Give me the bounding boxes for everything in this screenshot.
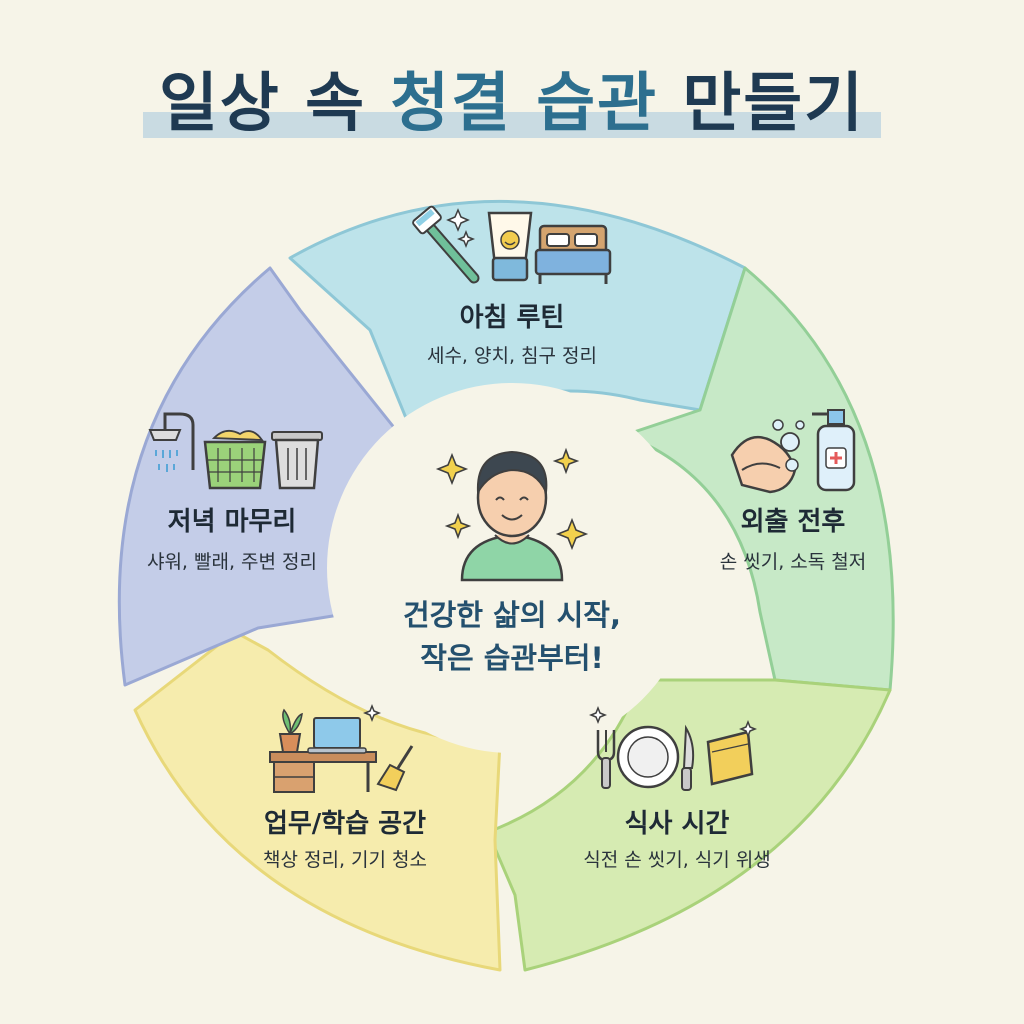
- face-cleanser-tube-icon: [487, 211, 533, 282]
- segment-desc-morning: 세수, 양치, 침구 정리: [427, 345, 597, 367]
- sparkle-icon: [435, 447, 589, 551]
- page-title: 일상 속 청결 습관 만들기: [143, 52, 881, 144]
- segment-title-work: 업무/학습 공간: [264, 809, 426, 839]
- center-text-line-1: 건강한 삶의 시작,: [403, 598, 621, 632]
- sparkle-icon: [588, 705, 758, 739]
- toothbrush-icon: [412, 205, 480, 284]
- title-part-2: 만들기: [658, 67, 865, 141]
- title-part-1: 일상 속: [159, 67, 391, 141]
- fork-icon: [596, 730, 616, 789]
- bed-icon: [534, 224, 612, 284]
- trash-can-icon: [271, 431, 323, 490]
- knife-icon: [681, 724, 695, 791]
- laptop-icon: [307, 717, 367, 754]
- shower-icon: [148, 412, 195, 472]
- napkin-icon: [706, 730, 754, 786]
- sparkle-icon: [362, 703, 382, 723]
- segment-desc-going-out: 손 씻기, 소독 철저: [720, 551, 867, 573]
- potted-plant-icon: [278, 708, 303, 753]
- title-accent: 청결 습관: [390, 67, 659, 141]
- segment-desc-evening: 샤워, 빨래, 주변 정리: [147, 551, 317, 573]
- segment-title-going-out: 외출 전후: [741, 507, 846, 537]
- title-wrap: 일상 속 청결 습관 만들기: [0, 52, 1024, 144]
- segment-meal-time: [486, 678, 892, 972]
- segment-desc-work: 책상 정리, 기기 청소: [263, 849, 427, 871]
- plate-icon: [616, 725, 680, 789]
- smiling-person-icon: [460, 450, 564, 582]
- segment-title-meal: 식사 시간: [625, 809, 730, 839]
- hand-washing-icon: [730, 419, 805, 494]
- sanitizer-bottle-icon: [812, 409, 856, 492]
- center-text-line-2: 작은 습관부터!: [420, 641, 603, 675]
- segment-desc-meal: 식전 손 씻기, 식기 위생: [583, 849, 771, 871]
- broom-icon: [376, 745, 414, 792]
- segment-title-morning: 아침 루틴: [460, 303, 565, 333]
- segment-title-evening: 저녁 마무리: [168, 507, 297, 537]
- sparkle-icon: [446, 208, 476, 249]
- laundry-basket-icon: [203, 429, 267, 490]
